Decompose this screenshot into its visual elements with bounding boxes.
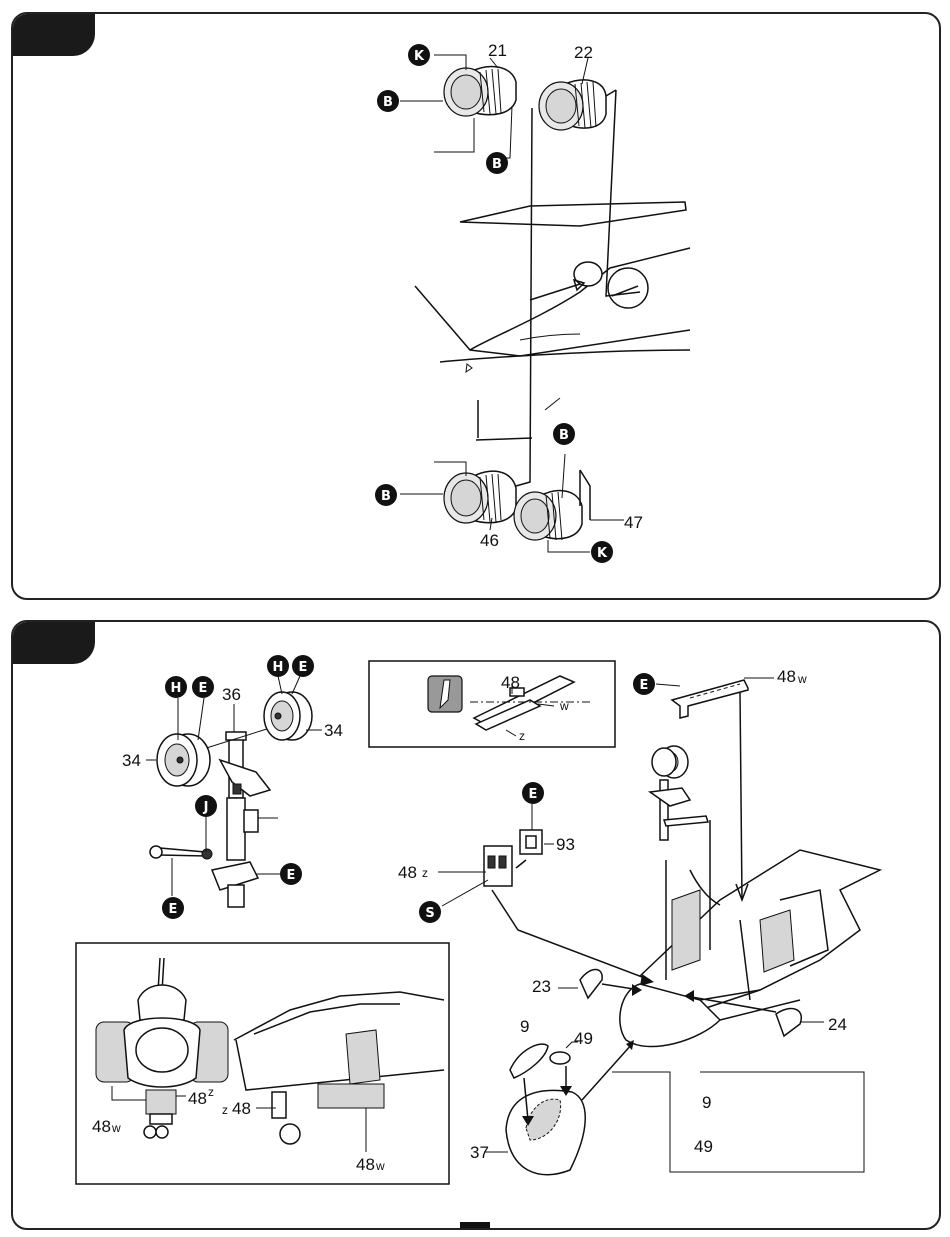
color-badge-s: S: [419, 901, 441, 923]
color-badge-e-right: E: [292, 655, 314, 677]
view-label-w-right: w: [375, 1159, 385, 1173]
part-number-34-left: 34: [122, 751, 141, 770]
part-93: [520, 804, 554, 854]
svg-text:B: B: [383, 95, 393, 110]
part-number-49: 49: [574, 1029, 593, 1048]
color-badge-k-bottom: K: [591, 541, 613, 563]
part-number-23: 23: [532, 977, 551, 996]
part-number-21: 21: [488, 41, 507, 60]
part-number-24: 24: [828, 1015, 847, 1034]
color-badge-b-top-under: B: [486, 152, 508, 174]
color-badge-b-bottom-right: B: [553, 423, 575, 445]
svg-text:B: B: [559, 428, 569, 443]
leader-s: [442, 880, 488, 906]
note-number-9: 9: [702, 1093, 711, 1112]
view-label-z-left: z: [208, 1085, 214, 1099]
svg-text:E: E: [287, 868, 296, 883]
view-label-z-right: z: [222, 1103, 228, 1117]
color-badge-e-arm: E: [162, 897, 184, 919]
door-tab-w: w: [797, 672, 807, 686]
inset-part-number-48: 48: [501, 673, 520, 692]
inset-tab-w: w: [559, 699, 569, 713]
color-badge-b-top-left: B: [377, 90, 399, 112]
color-badge-b-bottom-left: B: [375, 484, 397, 506]
svg-text:H: H: [273, 660, 284, 675]
color-badge-h-right: H: [267, 655, 289, 677]
color-badge-e-door: E: [633, 673, 655, 695]
note-number-49: 49: [694, 1137, 713, 1156]
svg-text:E: E: [169, 902, 178, 917]
view-label-48z-left: 48: [188, 1089, 207, 1108]
view-label-48w-left: 48: [92, 1117, 111, 1136]
part-48z: [438, 846, 654, 986]
exhaust-nozzle-22: [539, 80, 606, 130]
view-label-w-left: w: [111, 1121, 121, 1135]
svg-text:J: J: [203, 800, 209, 815]
exhaust-nozzle-46: [444, 471, 516, 523]
color-badge-e-strut: E: [280, 863, 302, 885]
part-number-47: 47: [624, 513, 643, 532]
part-48z-tab-z: z: [422, 866, 428, 880]
part-number-36: 36: [222, 685, 241, 704]
svg-text:S: S: [425, 906, 434, 921]
color-badge-e-93: E: [522, 782, 544, 804]
svg-text:K: K: [597, 546, 608, 561]
note-box: [612, 1072, 864, 1172]
exhaust-nozzle-47: [514, 491, 582, 540]
svg-text:H: H: [171, 681, 182, 696]
svg-text:B: B: [381, 489, 391, 504]
svg-text:E: E: [640, 678, 649, 693]
part-number-34-right: 34: [324, 721, 343, 740]
color-badge-k-top: K: [408, 44, 430, 66]
detail-view-box: [76, 943, 449, 1184]
inset-tab-z: z: [519, 729, 525, 743]
detail-inset-gear-door: [369, 661, 615, 747]
part-number-22: 22: [574, 43, 593, 62]
svg-text:E: E: [199, 681, 208, 696]
view-label-48w-right: 48: [356, 1155, 375, 1174]
svg-text:E: E: [299, 660, 308, 675]
svg-text:K: K: [414, 49, 425, 64]
door-part-number-48: 48: [777, 667, 796, 686]
nose-wheel-34-right: [264, 692, 312, 740]
fuselage-rear-section: [415, 202, 690, 440]
part-number-9: 9: [520, 1017, 529, 1036]
part-number-48z: 48: [398, 863, 417, 882]
color-badge-h-left: H: [165, 676, 187, 698]
nose-wheel-34-left: [157, 734, 210, 786]
svg-text:B: B: [492, 157, 502, 172]
color-badge-e-left: E: [192, 676, 214, 698]
color-badge-j: J: [195, 795, 217, 817]
exhaust-nozzle-21: [444, 67, 516, 116]
canopy-part-49: [550, 1042, 578, 1096]
step-1-guide-lines: [400, 55, 640, 552]
part-number-37: 37: [470, 1143, 489, 1162]
part-number-46: 46: [480, 531, 499, 550]
svg-text:E: E: [529, 787, 538, 802]
nose-gear-arm: [150, 846, 212, 859]
part-number-93: 93: [556, 835, 575, 854]
view-label-48-right: 48: [232, 1099, 251, 1118]
